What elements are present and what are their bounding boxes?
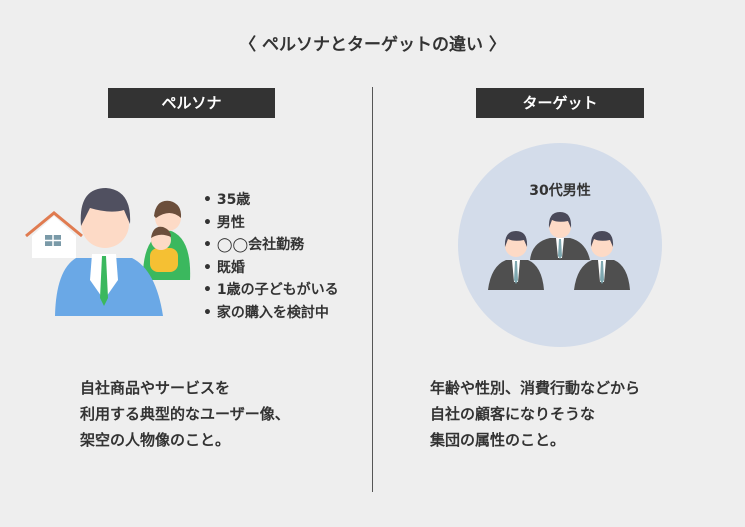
list-item: 既婚 [203,257,339,280]
house-icon [25,211,83,258]
description-line: 架空の人物像のこと。 [80,431,231,449]
man-center-icon [530,212,590,260]
description-line: 年齢や性別、消費行動などから [430,379,641,397]
man-right-icon [574,231,630,290]
man-left-icon [488,231,544,290]
description-line: 集団の属性のこと。 [430,431,566,449]
description-line: 自社の顧客になりそうな [430,405,596,423]
list-item: 家の購入を検討中 [203,302,339,325]
divider [372,87,373,492]
list-item: 1歳の子どもがいる [203,279,339,302]
target-description: 年齢や性別、消費行動などから 自社の顧客になりそうな 集団の属性のこと。 [430,375,640,453]
page-title: 〈 ペルソナとターゲットの違い 〉 [239,35,506,55]
description-line: 自社商品やサービスを [80,379,231,397]
description-line: 利用する典型的なユーザー像、 [80,405,290,423]
persona-attribute-list: 35歳 男性 ◯◯会社勤務 既婚 1歳の子どもがいる 家の購入を検討中 [203,189,339,324]
persona-illustration [25,188,191,316]
target-label: ターゲット [476,88,644,118]
list-item: 35歳 [203,189,339,212]
list-item: ◯◯会社勤務 [203,234,339,257]
persona-description: 自社商品やサービスを 利用する典型的なユーザー像、 架空の人物像のこと。 [80,375,290,453]
target-circle-text: 30代男性 [529,183,591,199]
persona-label: ペルソナ [108,88,275,118]
mother-child-icon [142,200,191,280]
man-icon [55,188,163,316]
group-of-men-icon [488,212,630,290]
list-item: 男性 [203,212,339,235]
